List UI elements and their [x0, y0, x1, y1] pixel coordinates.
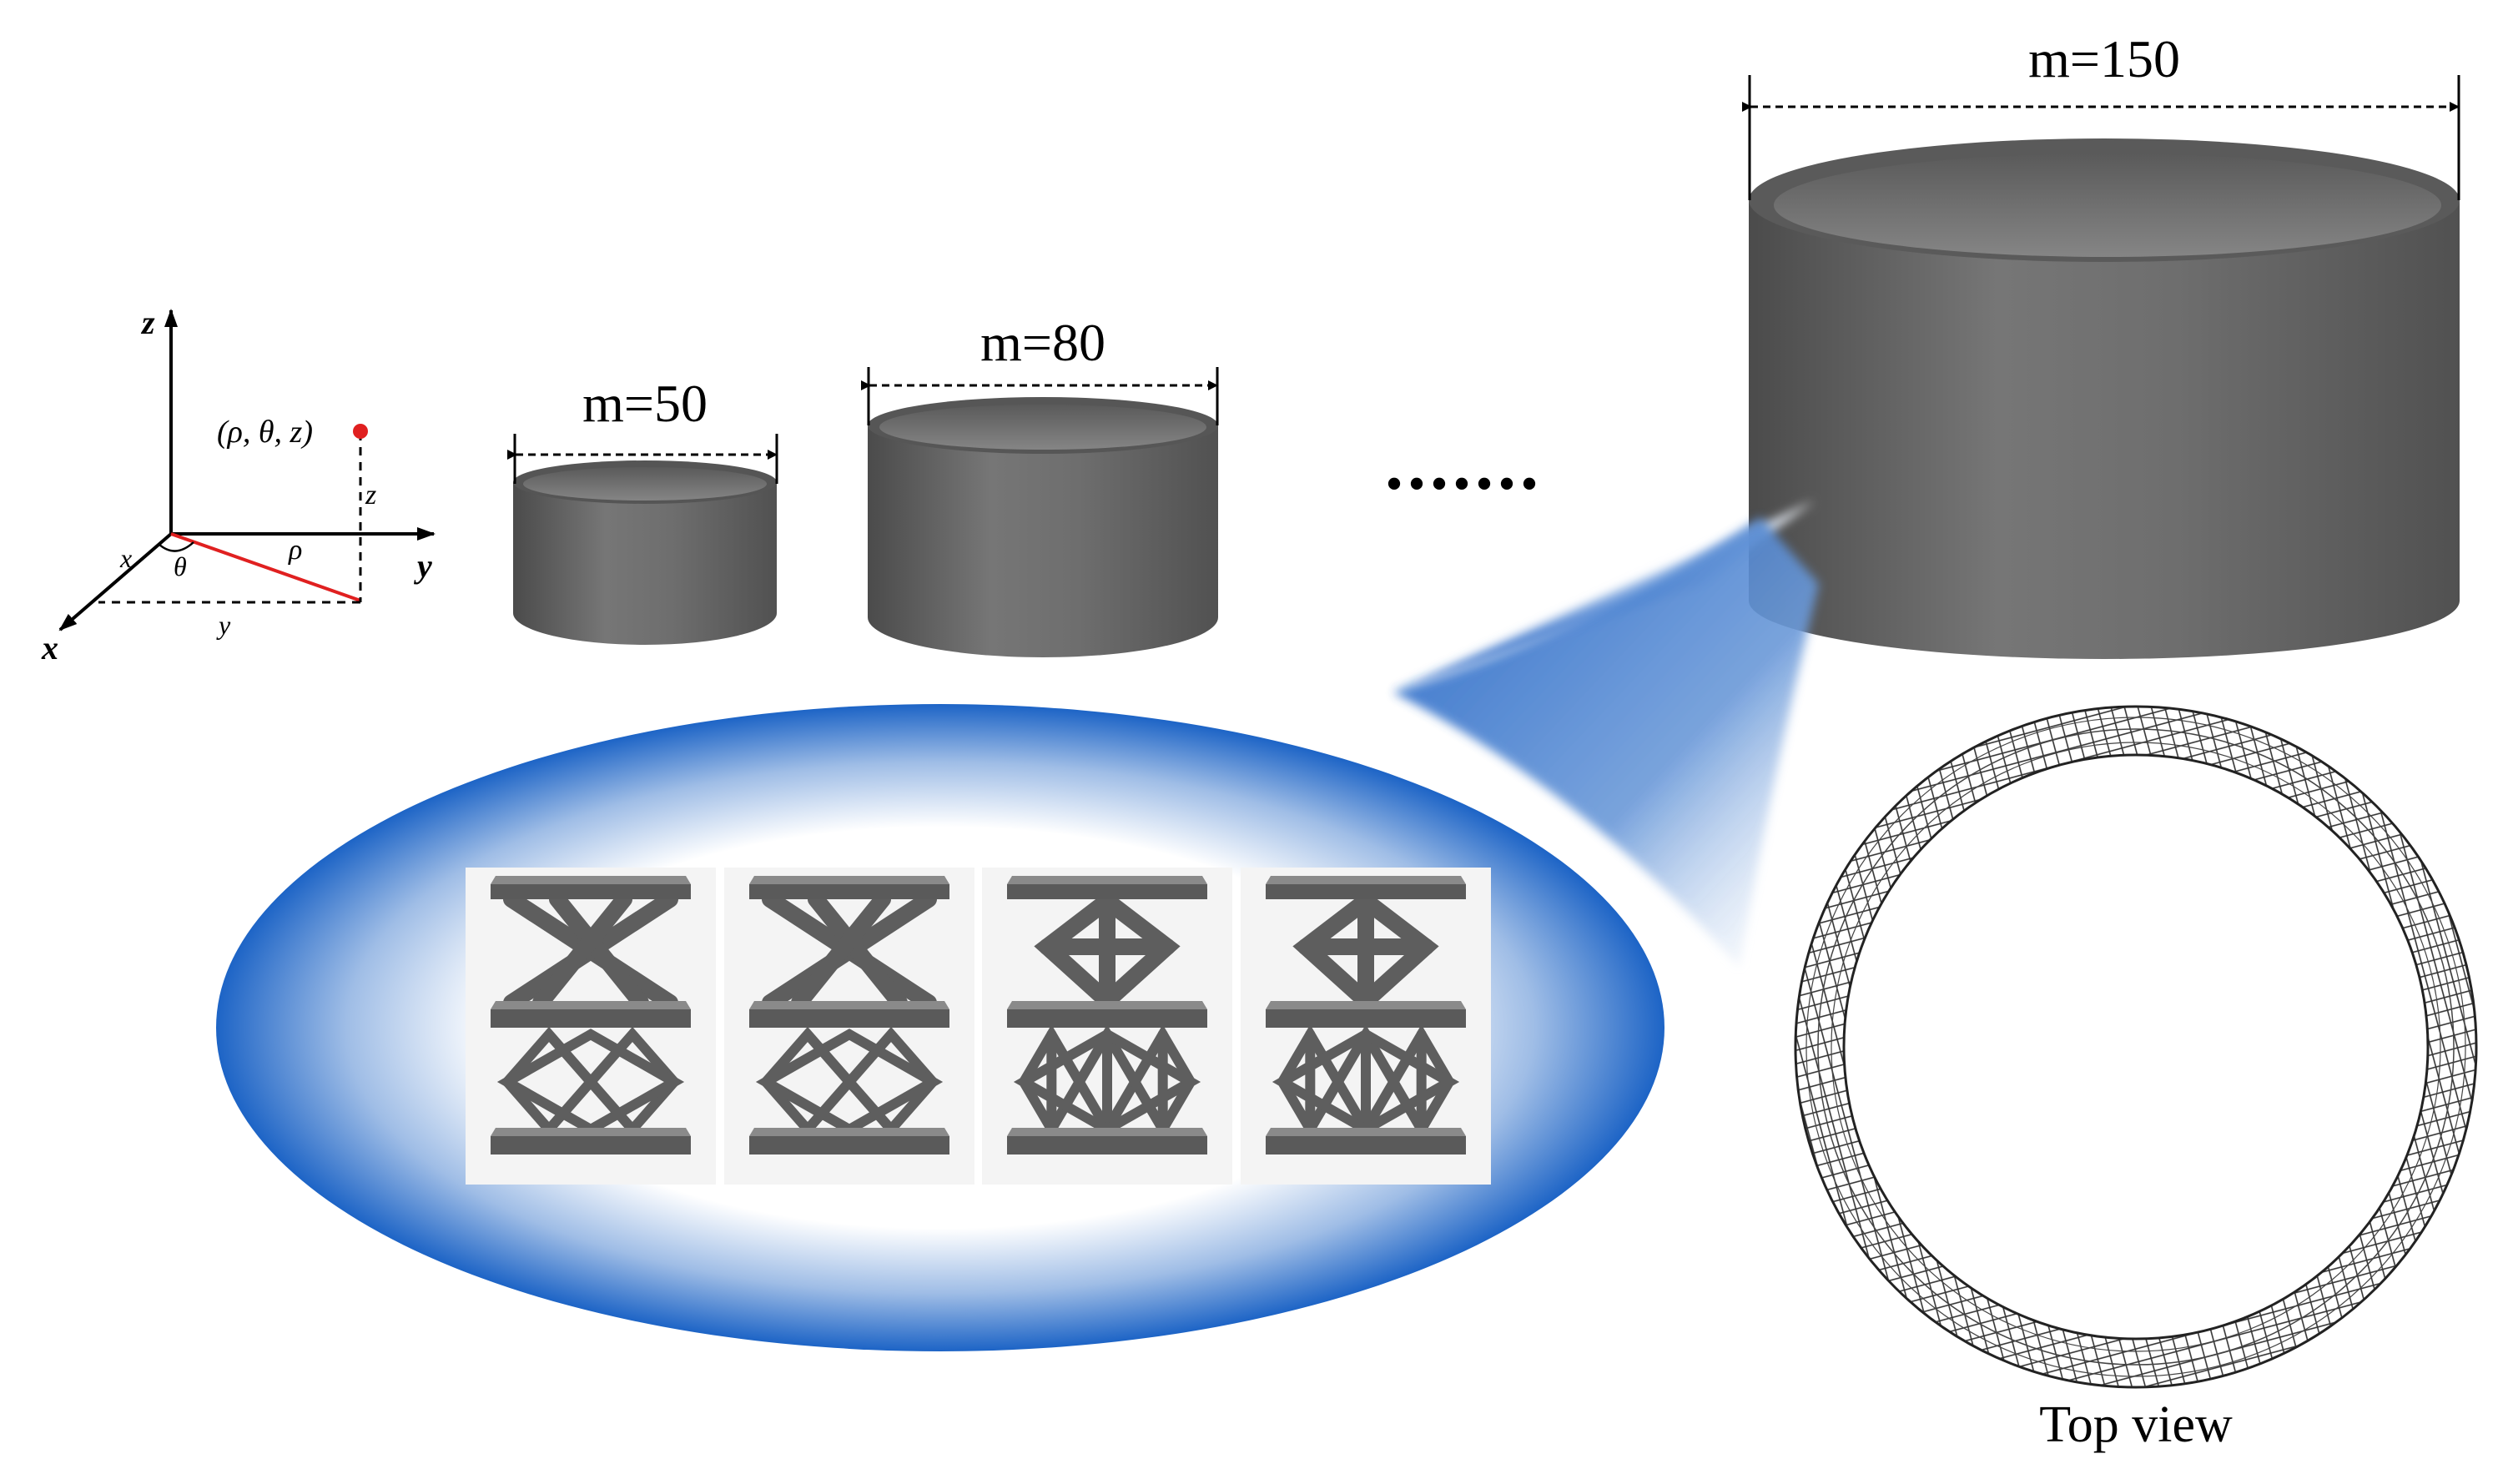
cylinder-m80	[868, 397, 1218, 657]
projection-label-y: y	[216, 610, 231, 640]
lattice-cell-group	[466, 868, 1491, 1185]
projection-label-z: z	[365, 480, 376, 511]
coordinate-axes-icon	[58, 309, 436, 631]
projection-label-x: x	[119, 543, 132, 573]
axis-label-x: x	[41, 629, 58, 667]
lattice-cell-icon	[1241, 868, 1491, 1185]
angle-label-theta: θ	[174, 551, 187, 581]
zoom-beam	[1393, 501, 1819, 968]
label-m150: m=150	[2028, 29, 2180, 88]
label-m80: m=80	[980, 313, 1105, 372]
point-marker	[353, 424, 368, 439]
label-m50: m=50	[582, 374, 708, 433]
cylinder-m50	[513, 460, 777, 645]
axis-label-y: y	[414, 547, 432, 585]
point-label: (ρ, θ, z)	[217, 415, 313, 450]
radius-label-rho: ρ	[288, 535, 302, 566]
top-view-label: Top view	[2039, 1396, 2233, 1453]
lattice-cell-icon	[466, 868, 716, 1185]
axis-label-z: z	[140, 304, 155, 341]
lattice-cell-icon	[982, 868, 1232, 1185]
cylinder-m150	[1749, 138, 2460, 659]
lattice-cell-icon	[724, 868, 974, 1185]
ellipsis-dots: •••••••	[1385, 456, 1543, 511]
top-view-ring	[1794, 705, 2478, 1389]
